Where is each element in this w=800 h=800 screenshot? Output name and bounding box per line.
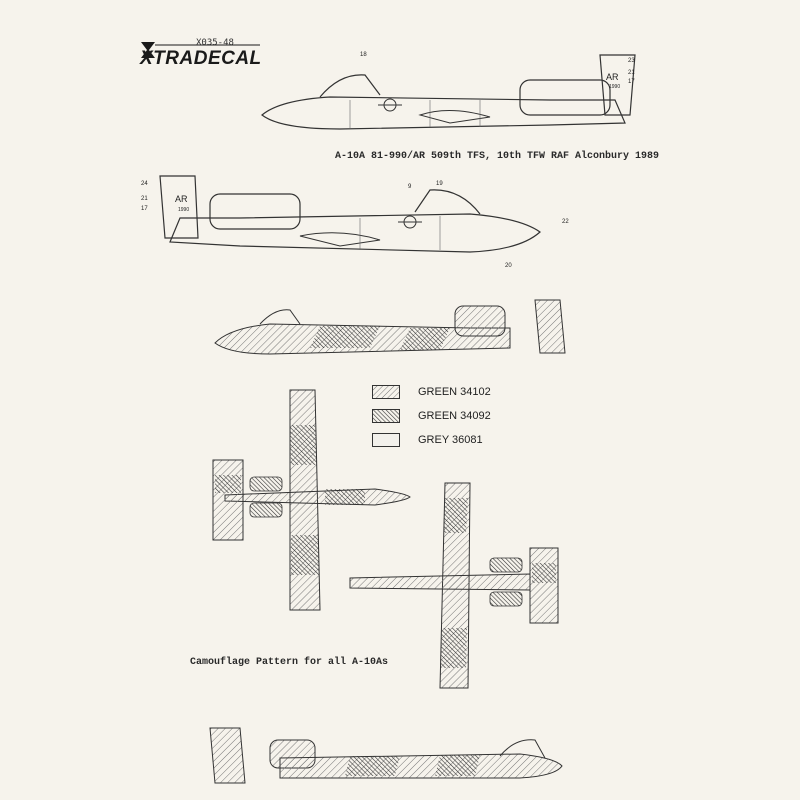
legend-swatch-green-34092 [372, 409, 400, 423]
camouflage-side-view [214, 299, 566, 355]
callout-17b: 17 [141, 206, 148, 212]
legend-swatch-grey-36081 [372, 433, 400, 447]
camouflage-underside-view [349, 482, 559, 689]
callout-18: 18 [360, 52, 367, 58]
callout-21: 21 [628, 70, 635, 76]
brand-logo-text: XTRADECAL [140, 48, 262, 69]
tail-serial-1: 1990 [609, 84, 621, 90]
callout-21b: 21 [141, 196, 148, 202]
product-code: X035-48 [196, 38, 234, 48]
camouflage-top-view [212, 389, 411, 611]
tail-serial-2: 1990 [178, 207, 190, 213]
profile-view-right [159, 175, 541, 253]
legend-label-grey-36081: GREY 36081 [418, 434, 483, 446]
callout-20: 20 [505, 263, 512, 269]
aircraft-caption: A-10A 81-990/AR 509th TFS, 10th TFW RAF … [335, 151, 660, 162]
callout-19: 19 [436, 181, 443, 187]
callout-9: 9 [408, 184, 412, 190]
tail-code-1: AR [606, 72, 619, 82]
tail-code-2: AR [175, 194, 188, 204]
camouflage-caption: Camouflage Pattern for all A-10As [190, 657, 389, 668]
brand-logo-mark [141, 42, 260, 58]
legend-label-green-34092: GREEN 34092 [418, 410, 491, 422]
callout-22: 22 [562, 219, 569, 225]
legend-swatch-green-34102 [372, 385, 400, 399]
profile-view-left [261, 54, 636, 130]
camouflage-side-view-bottom [209, 727, 563, 784]
legend-label-green-34102: GREEN 34102 [418, 386, 491, 398]
callout-17: 17 [628, 79, 635, 85]
callout-24: 24 [141, 181, 148, 187]
callout-23: 23 [628, 58, 635, 64]
